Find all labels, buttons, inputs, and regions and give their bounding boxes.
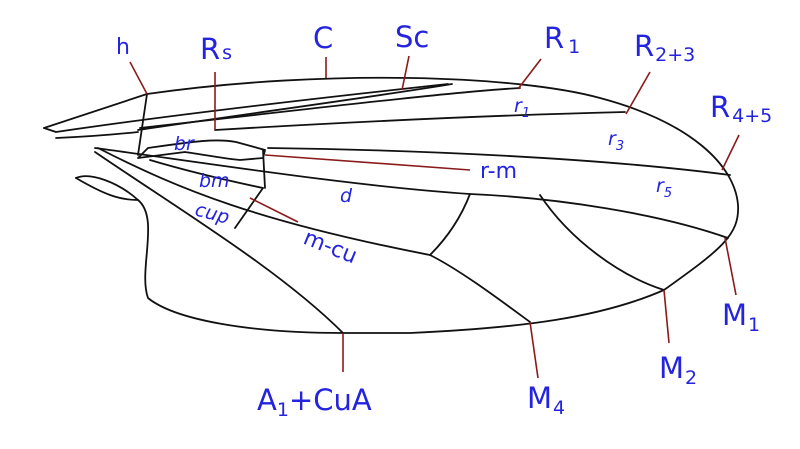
label-rm: r-m (480, 159, 517, 184)
cu-vein (97, 147, 531, 323)
m4-leader (529, 321, 539, 379)
cell-br: br (174, 133, 195, 155)
cell-r3: r3 (608, 128, 624, 154)
alula-line (75, 177, 139, 201)
cell-r1: r1 (514, 95, 530, 121)
h-leader (129, 61, 148, 95)
label-m2: M2 (659, 351, 697, 389)
r45-leader (721, 134, 740, 171)
costa-inner-vein (43, 83, 449, 133)
r23-vein (214, 111, 626, 131)
bm-cell-lines (149, 159, 264, 189)
m-stem-vein (94, 147, 729, 239)
label-c: C (313, 21, 333, 55)
label-m1: M1 (722, 298, 760, 336)
m1-leader (724, 237, 737, 296)
anal-vein (94, 151, 344, 334)
r1-vein (139, 87, 521, 129)
r45-vein (267, 147, 731, 176)
m2-leader (663, 289, 670, 344)
dm-cu-crossvein (429, 193, 471, 256)
label-r23: R2+3 (634, 29, 695, 66)
mcu-leader (249, 197, 299, 223)
label-mcu: m-cu (300, 225, 361, 269)
rm-leader (264, 154, 471, 171)
r-m-crossvein (262, 149, 266, 189)
cell-labels: r1 r3 r5 br bm cup d (174, 95, 672, 229)
label-h: h (116, 35, 130, 60)
cell-r5: r5 (656, 175, 672, 201)
cell-bm: bm (199, 170, 230, 192)
wing-drawing (43, 76, 739, 334)
sc-leader (401, 55, 410, 91)
label-sc: Sc (395, 20, 429, 54)
wing-outline (43, 76, 739, 334)
m-cu-crossvein (234, 187, 264, 229)
label-m4: M4 (527, 381, 565, 419)
r23-leader (625, 71, 651, 115)
leader-lines (129, 55, 740, 379)
br-cell-shape (137, 139, 266, 161)
m2-vein (539, 194, 665, 291)
r1-leader (517, 58, 542, 90)
costal-lower-line (55, 131, 139, 139)
humeral-crossvein (137, 93, 148, 156)
label-a1cua: A1+CuA (257, 383, 372, 421)
cell-d: d (340, 185, 353, 207)
